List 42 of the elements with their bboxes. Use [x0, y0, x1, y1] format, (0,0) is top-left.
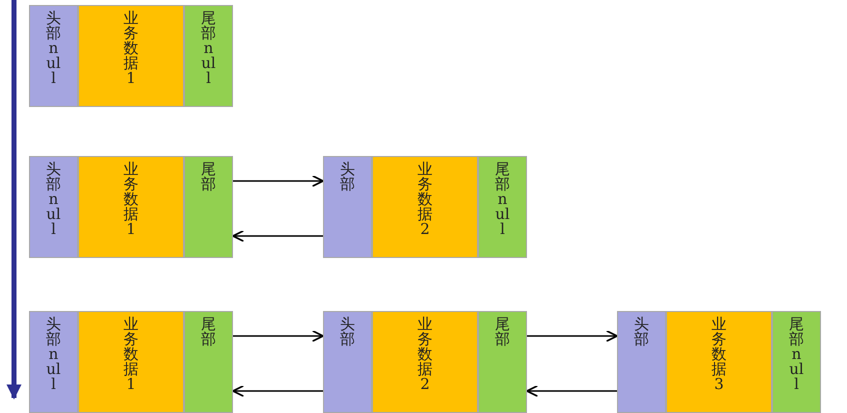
cell-label: 尾部null: [788, 317, 805, 392]
cell-label: 尾部: [494, 317, 511, 347]
head-cell: [29, 5, 78, 107]
cell-label: 头部: [339, 317, 356, 347]
arrow: [232, 230, 323, 242]
data-cell: [372, 156, 478, 258]
arrow: [232, 384, 323, 398]
tail-cell: [184, 156, 233, 258]
data-cell: [78, 311, 184, 413]
head-cell: [323, 311, 372, 413]
arrow: [526, 384, 617, 398]
head-cell: [29, 156, 78, 258]
head-cell: [617, 311, 666, 413]
cell-label: 头部: [339, 162, 356, 192]
cell-label: 业务数据3: [710, 317, 728, 392]
tail-cell: [772, 311, 821, 413]
cell-label: 尾部: [200, 162, 217, 192]
cell-label: 头部: [633, 317, 650, 347]
cell-label: 头部null: [45, 317, 62, 392]
data-cell: [78, 5, 184, 107]
tail-cell: [184, 5, 233, 107]
cell-label: 业务数据1: [122, 317, 140, 392]
cell-label: 业务数据2: [416, 162, 434, 237]
arrow: [233, 174, 324, 188]
cell-label: 尾部: [200, 317, 217, 347]
data-cell: [666, 311, 772, 413]
cell-label: 尾部null: [200, 11, 217, 86]
arrow: [527, 330, 618, 342]
tail-cell: [478, 156, 527, 258]
data-cell: [78, 156, 184, 258]
head-cell: [29, 311, 78, 413]
tail-cell: [184, 311, 233, 413]
tail-cell: [478, 311, 527, 413]
cell-label: 业务数据2: [416, 317, 434, 392]
data-cell: [372, 311, 478, 413]
cell-label: 尾部null: [494, 162, 511, 237]
head-cell: [323, 156, 372, 258]
cell-label: 头部null: [45, 11, 62, 86]
cell-label: 头部null: [45, 162, 62, 237]
arrow: [233, 330, 324, 342]
cell-label: 业务数据1: [122, 11, 140, 86]
cell-label: 业务数据1: [122, 162, 140, 237]
